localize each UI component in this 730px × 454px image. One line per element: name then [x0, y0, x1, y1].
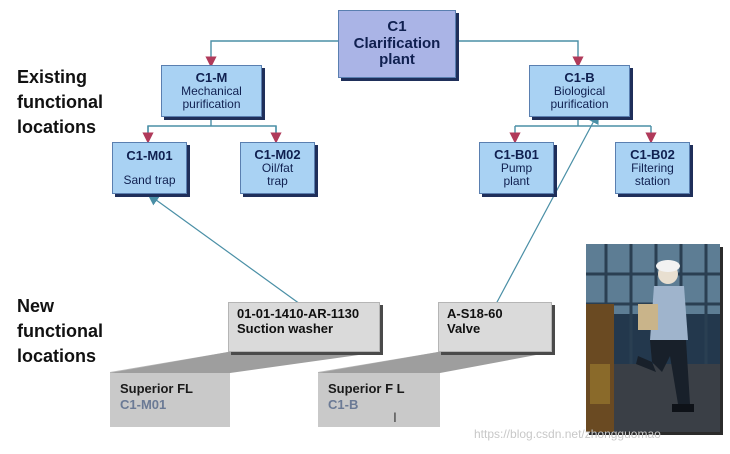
- superior-fl-box-2: Superior F L C1-B: [318, 373, 440, 427]
- node-c1-m01: C1-M01 Sand trap: [112, 142, 187, 194]
- node-c1-b: C1-B Biological purification: [529, 65, 630, 117]
- connector-root-m: [205, 40, 338, 68]
- connector-m-split: [147, 125, 277, 136]
- superior-fl-box-1: Superior FL C1-M01: [110, 373, 230, 427]
- watermark-text: https://blog.csdn.net/zhongguomao: [474, 427, 661, 441]
- prism-top-2: [318, 352, 552, 373]
- node-c1-b02: C1-B02 Filtering station: [615, 142, 690, 194]
- new-location-valve: A-S18-60 Valve: [438, 302, 552, 352]
- existing-locations-label: Existing functional locations: [17, 67, 103, 137]
- node-c1-m02: C1-M02 Oil/fat trap: [240, 142, 315, 194]
- text-cursor-icon: Ι: [393, 409, 397, 425]
- new-locations-label: New functional locations: [17, 296, 103, 366]
- worker-photo: [586, 244, 720, 432]
- node-c1-clarification-plant: C1 Clarification plant: [338, 10, 456, 78]
- new-location-suction-washer: 01-01-1410-AR-1130 Suction washer: [228, 302, 380, 352]
- connector-root-b: [456, 40, 584, 68]
- prism-top-1: [110, 352, 380, 373]
- node-c1-b01: C1-B01 Pump plant: [479, 142, 554, 194]
- node-c1-m: C1-M Mechanical purification: [161, 65, 262, 117]
- arrow-suction-to-m01: [147, 193, 301, 305]
- arrow-valve-to-b: [495, 111, 599, 305]
